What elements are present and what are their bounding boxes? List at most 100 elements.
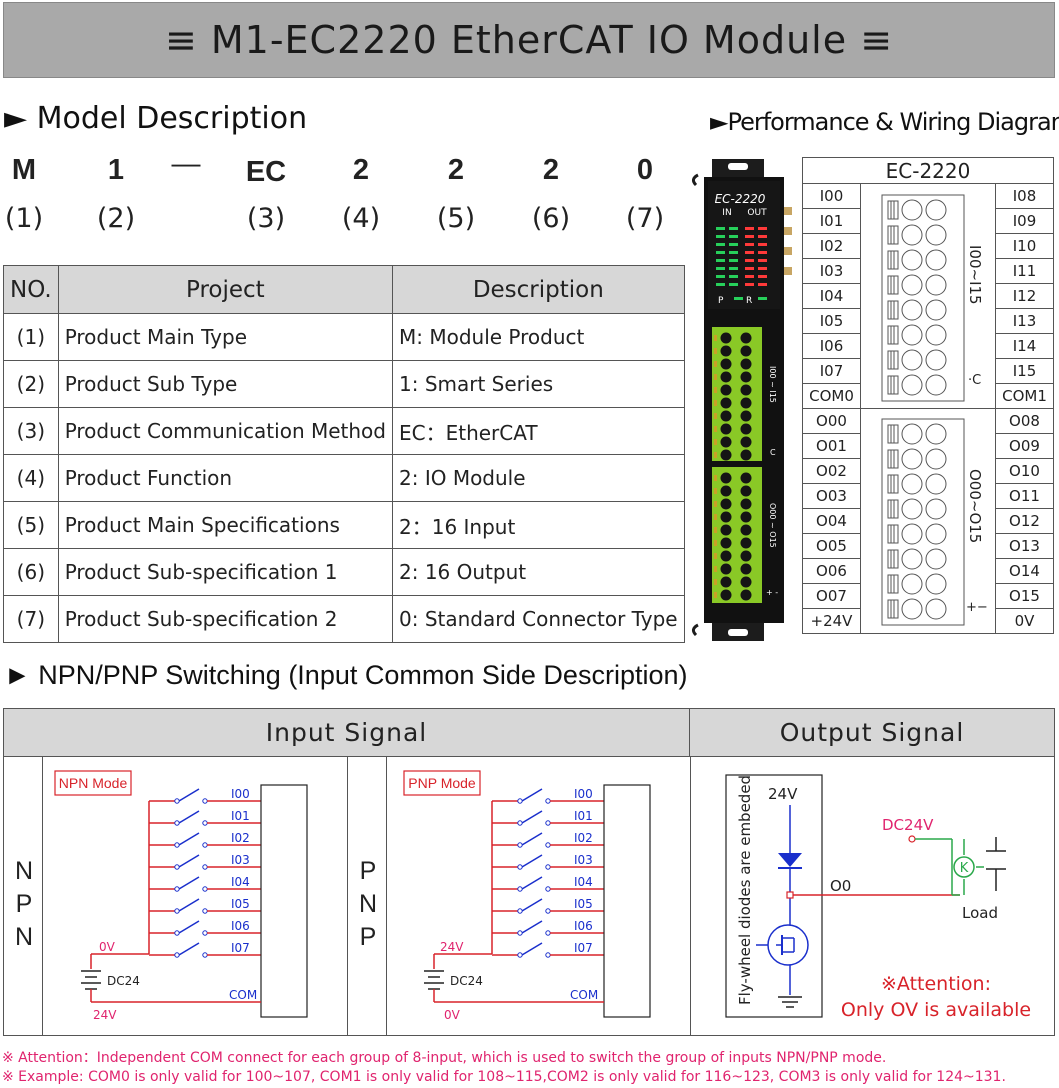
model-code-6: 2	[542, 154, 560, 186]
device-pm-label: + -	[766, 588, 778, 597]
npn-input-label: I06	[231, 919, 250, 933]
output-circuit: Fly-wheel diodes are embeded 24V O0 DC24…	[725, 774, 1031, 1021]
device-in-label: IN	[722, 208, 731, 218]
wiring-right-terminal: I09	[995, 208, 1054, 234]
wiring-left-terminal: I01	[802, 208, 861, 234]
wiring-right-terminal: I13	[995, 308, 1054, 334]
pnp-input-label: I01	[574, 809, 593, 823]
npn-bottom-voltage: 24V	[93, 1008, 117, 1022]
npn-input-label: I00	[231, 787, 250, 801]
row-desc: 0: Standard Connector Type	[392, 595, 685, 643]
pnp-input-label: I07	[574, 941, 593, 955]
switching-heading: ► NPN/PNP Switching (Input Common Side D…	[4, 660, 688, 690]
wiring-right-terminal: O14	[995, 558, 1054, 584]
pnp-top-voltage: 24V	[440, 940, 464, 954]
row-no: (5)	[3, 501, 59, 549]
device-output-range: O00 ~ O15	[768, 503, 777, 548]
row-project: Product Function	[57, 454, 394, 502]
signal-panel: Input Signal Output Signal N P N P N P	[3, 708, 1055, 1036]
row-desc: 2: IO Module	[392, 454, 685, 502]
device-label: EC-2220	[715, 192, 766, 206]
wiring-row: O02 O10	[802, 458, 1054, 484]
model-code-1: M	[11, 154, 37, 186]
wiring-right-terminal: I14	[995, 333, 1054, 359]
wiring-right-terminal: O08	[995, 408, 1054, 434]
row-desc: 1: Smart Series	[392, 360, 685, 408]
fly-wheel-text: Fly-wheel diodes are embeded	[736, 775, 754, 1005]
npn-dc24: DC24	[107, 974, 140, 988]
footer-example: ※ Example: COM0 is only valid for 100~10…	[2, 1069, 1006, 1085]
model-table-header: NO. Project Description	[3, 265, 685, 314]
npn-input-label: I04	[231, 875, 250, 889]
model-index-4: (4)	[341, 203, 381, 234]
input-signal-header: Input Signal	[4, 709, 690, 757]
wiring-left-terminal: O03	[802, 483, 861, 509]
wiring-left-terminal: O02	[802, 458, 861, 484]
row-project: Product Main Type	[57, 313, 394, 361]
device-out-label: OUT	[747, 208, 767, 218]
attention-text: Only OV is available	[841, 999, 1031, 1021]
wiring-right-terminal: I08	[995, 183, 1054, 209]
model-index-5: (5)	[436, 203, 476, 234]
pnp-input-label: I04	[574, 875, 593, 889]
wiring-right-terminal: O13	[995, 533, 1054, 559]
model-code-2: 1	[107, 154, 125, 186]
pnp-input-label: I05	[574, 897, 593, 911]
wiring-connector-diagram: I00~I15 ·C O00~O15 +−	[881, 194, 988, 626]
output-o0: O0	[830, 877, 851, 895]
model-code-4: 2	[352, 154, 370, 186]
npn-side-label: N P N	[14, 857, 34, 951]
wiring-left-terminal: I06	[802, 333, 861, 359]
pnp-side-label: P N P	[358, 857, 378, 951]
device-c-label: C	[770, 448, 776, 457]
pnp-input-label: I03	[574, 853, 593, 867]
wiring-right-terminal: O11	[995, 483, 1054, 509]
wiring-right-terminal: I12	[995, 283, 1054, 309]
row-project: Product Sub-specification 1	[57, 548, 394, 596]
row-desc: 2：16 Input	[392, 501, 685, 549]
wiring-left-terminal: I07	[802, 358, 861, 384]
relay-k-label: K	[960, 861, 969, 876]
model-index-7: (7)	[625, 203, 665, 234]
wiring-right-terminal: 0V	[995, 608, 1054, 634]
pnp-com: COM	[570, 988, 598, 1002]
title-banner: ≡ M1-EC2220 EtherCAT IO Module ≡	[3, 2, 1055, 78]
pnp-input-label: I00	[574, 787, 593, 801]
header-description: Description	[392, 265, 685, 314]
wiring-right-terminal: COM1	[995, 383, 1054, 409]
wiring-left-terminal: O04	[802, 508, 861, 534]
relay-coil-icon	[953, 856, 975, 878]
wiring-right-terminal: O10	[995, 458, 1054, 484]
wiring-left-terminal: +24V	[802, 608, 861, 634]
wiring-row: +24V 0V	[802, 608, 1054, 634]
pnp-input-label: I02	[574, 831, 593, 845]
row-project: Product Sub Type	[57, 360, 394, 408]
pnp-bottom-voltage: 0V	[444, 1008, 461, 1022]
wiring-title-row: EC-2220	[802, 157, 1054, 184]
wiring-left-terminal: COM0	[802, 383, 861, 409]
header-no: NO.	[3, 265, 59, 314]
banner-title: ≡ M1-EC2220 EtherCAT IO Module ≡	[164, 18, 894, 62]
row-project: Product Main Specifications	[57, 501, 394, 549]
wiring-left-terminal: O05	[802, 533, 861, 559]
wiring-left-terminal: O06	[802, 558, 861, 584]
wiring-left-terminal: O00	[802, 408, 861, 434]
mosfet-icon	[767, 924, 809, 966]
load-label: Load	[962, 904, 998, 922]
led-columns	[716, 227, 767, 300]
wiring-right-terminal: O09	[995, 433, 1054, 459]
model-code-dash: —	[171, 148, 201, 180]
row-desc: M: Module Product	[392, 313, 685, 361]
row-project: Product Sub-specification 2	[57, 595, 394, 643]
pnp-mode-label: PNP Mode	[408, 775, 476, 791]
wiring-right-terminal: I11	[995, 258, 1054, 284]
